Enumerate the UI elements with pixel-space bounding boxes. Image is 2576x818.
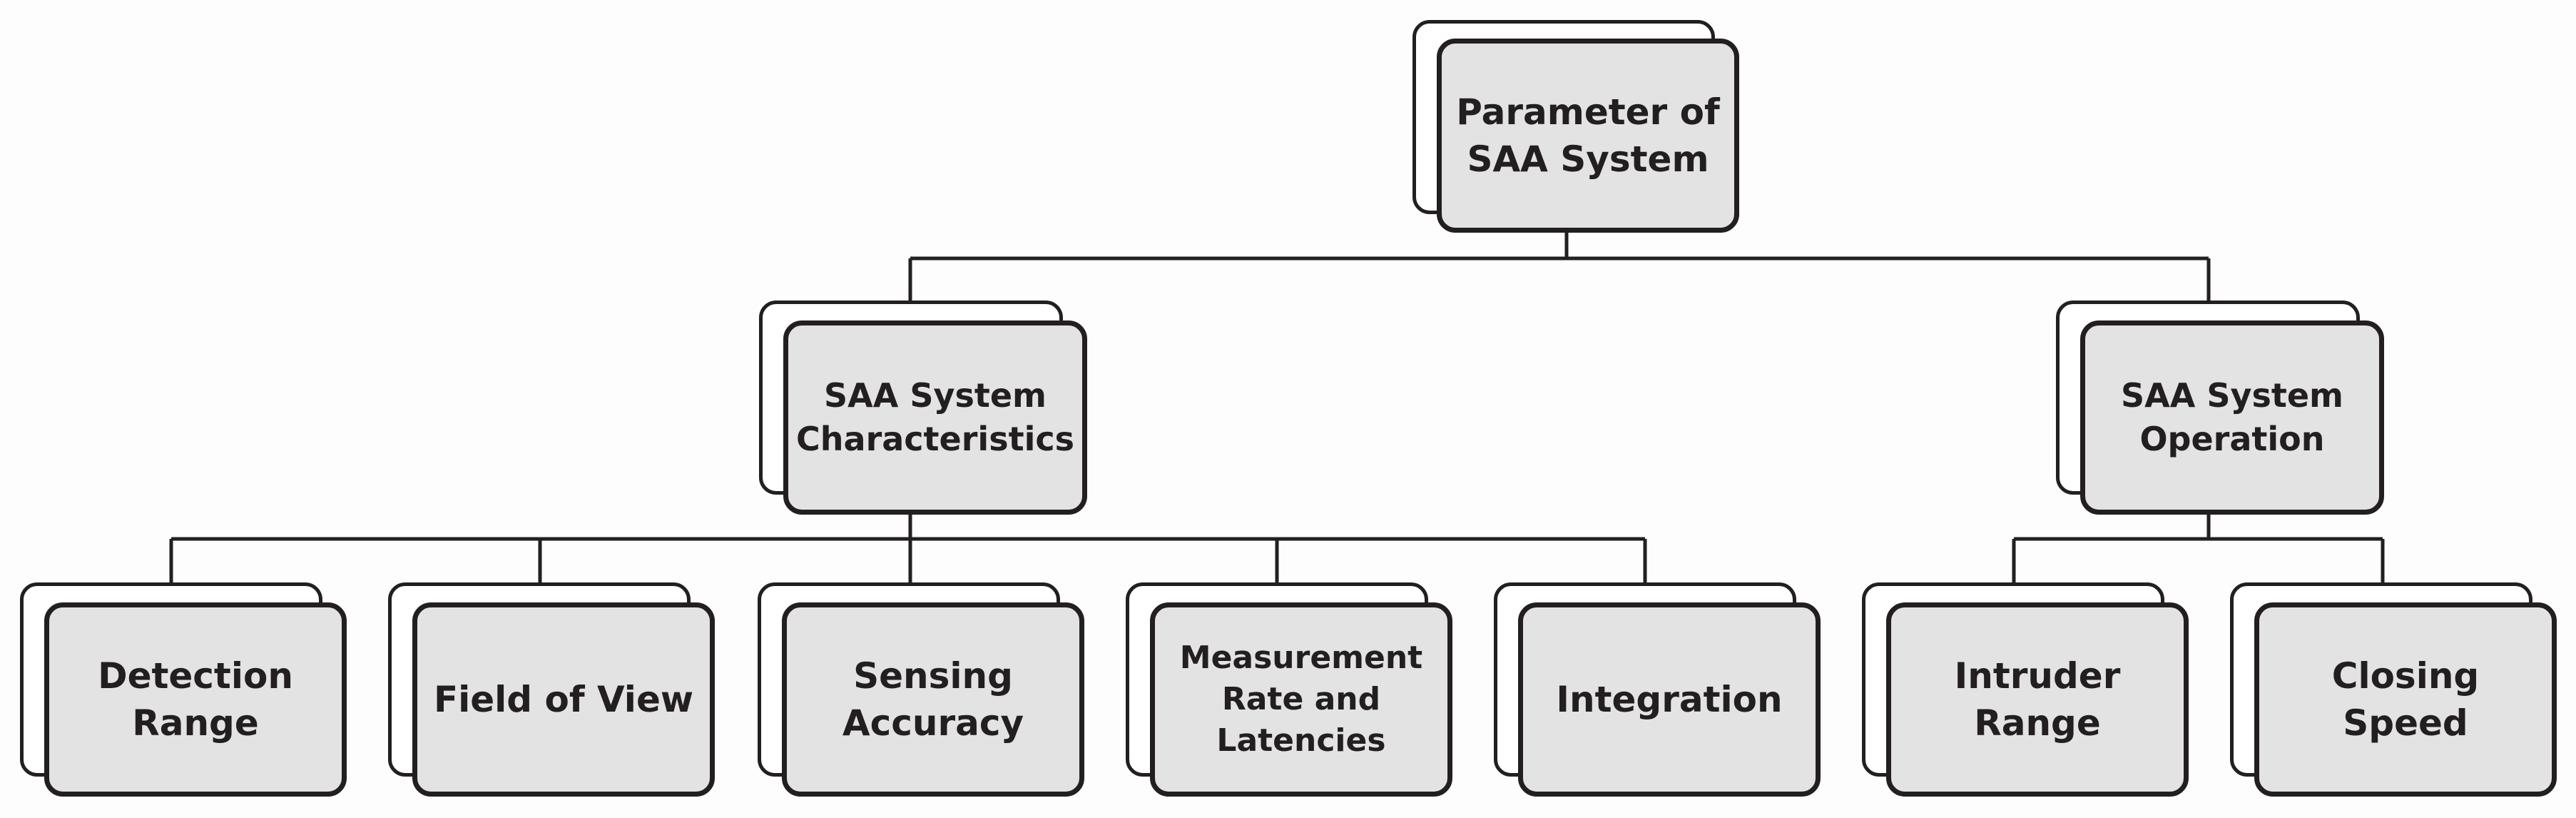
node-box: Intruder Range (1886, 602, 2189, 797)
leaf-label: Measurement Rate and Latencies (1179, 639, 1423, 759)
leaf-label: Sensing Accuracy (842, 655, 1024, 744)
leaf-node-intruder-range: Intruder Range (1862, 582, 2189, 797)
leaf-node-sensing-accuracy: Sensing Accuracy (758, 582, 1084, 797)
leaf-label: Closing Speed (2331, 655, 2480, 744)
node-box: Closing Speed (2254, 602, 2557, 797)
node-box: Parameter of SAA System (1437, 39, 1739, 233)
leaf-node-closing-speed: Closing Speed (2230, 582, 2557, 797)
node-box: SAA System Operation (2080, 320, 2384, 515)
node-box: Measurement Rate and Latencies (1150, 602, 1452, 797)
leaf-label: Integration (1556, 679, 1783, 720)
leaf-label: Intruder Range (1954, 655, 2121, 744)
group-node-characteristics: SAA System Characteristics (759, 301, 1087, 515)
leaf-label: Field of View (433, 679, 694, 720)
group-node-operation: SAA System Operation (2056, 301, 2384, 515)
leaf-node-integration: Integration (1494, 582, 1821, 797)
group-label: SAA System Operation (2121, 376, 2343, 458)
node-box: SAA System Characteristics (783, 320, 1087, 515)
root-node: Parameter of SAA System (1412, 20, 1739, 233)
leaf-node-detection-range: Detection Range (20, 582, 347, 797)
node-box: Field of View (412, 602, 715, 797)
leaf-node-measurement-rate: Measurement Rate and Latencies (1126, 582, 1452, 797)
node-box: Sensing Accuracy (782, 602, 1084, 797)
root-label: Parameter of SAA System (1456, 91, 1720, 180)
node-box: Detection Range (44, 602, 347, 797)
node-box: Integration (1518, 602, 1821, 797)
group-label: SAA System Characteristics (796, 376, 1074, 458)
leaf-node-field-of-view: Field of View (388, 582, 715, 797)
leaf-label: Detection Range (98, 655, 293, 744)
